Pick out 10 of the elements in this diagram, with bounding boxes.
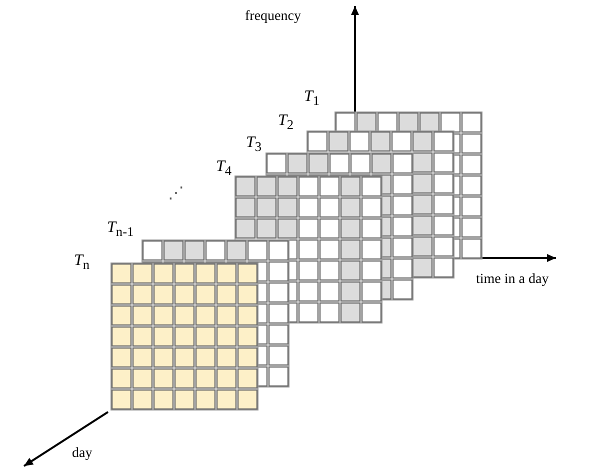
ellipsis: ⋰ xyxy=(168,186,184,202)
layer-label: T$_{2}$ xyxy=(278,113,294,132)
layer-label: T$_{n-1}$ xyxy=(107,220,134,239)
axis-label: day xyxy=(72,447,92,461)
layer-label: T$_{1}$ xyxy=(304,89,320,108)
axis-label: time in a day xyxy=(476,273,549,287)
axis-label: frequency xyxy=(245,10,301,24)
layer-label: T$_{3}$ xyxy=(246,135,262,154)
layer-label: T$_{n}$ xyxy=(74,253,90,272)
layer-label: T$_{4}$ xyxy=(216,159,232,178)
